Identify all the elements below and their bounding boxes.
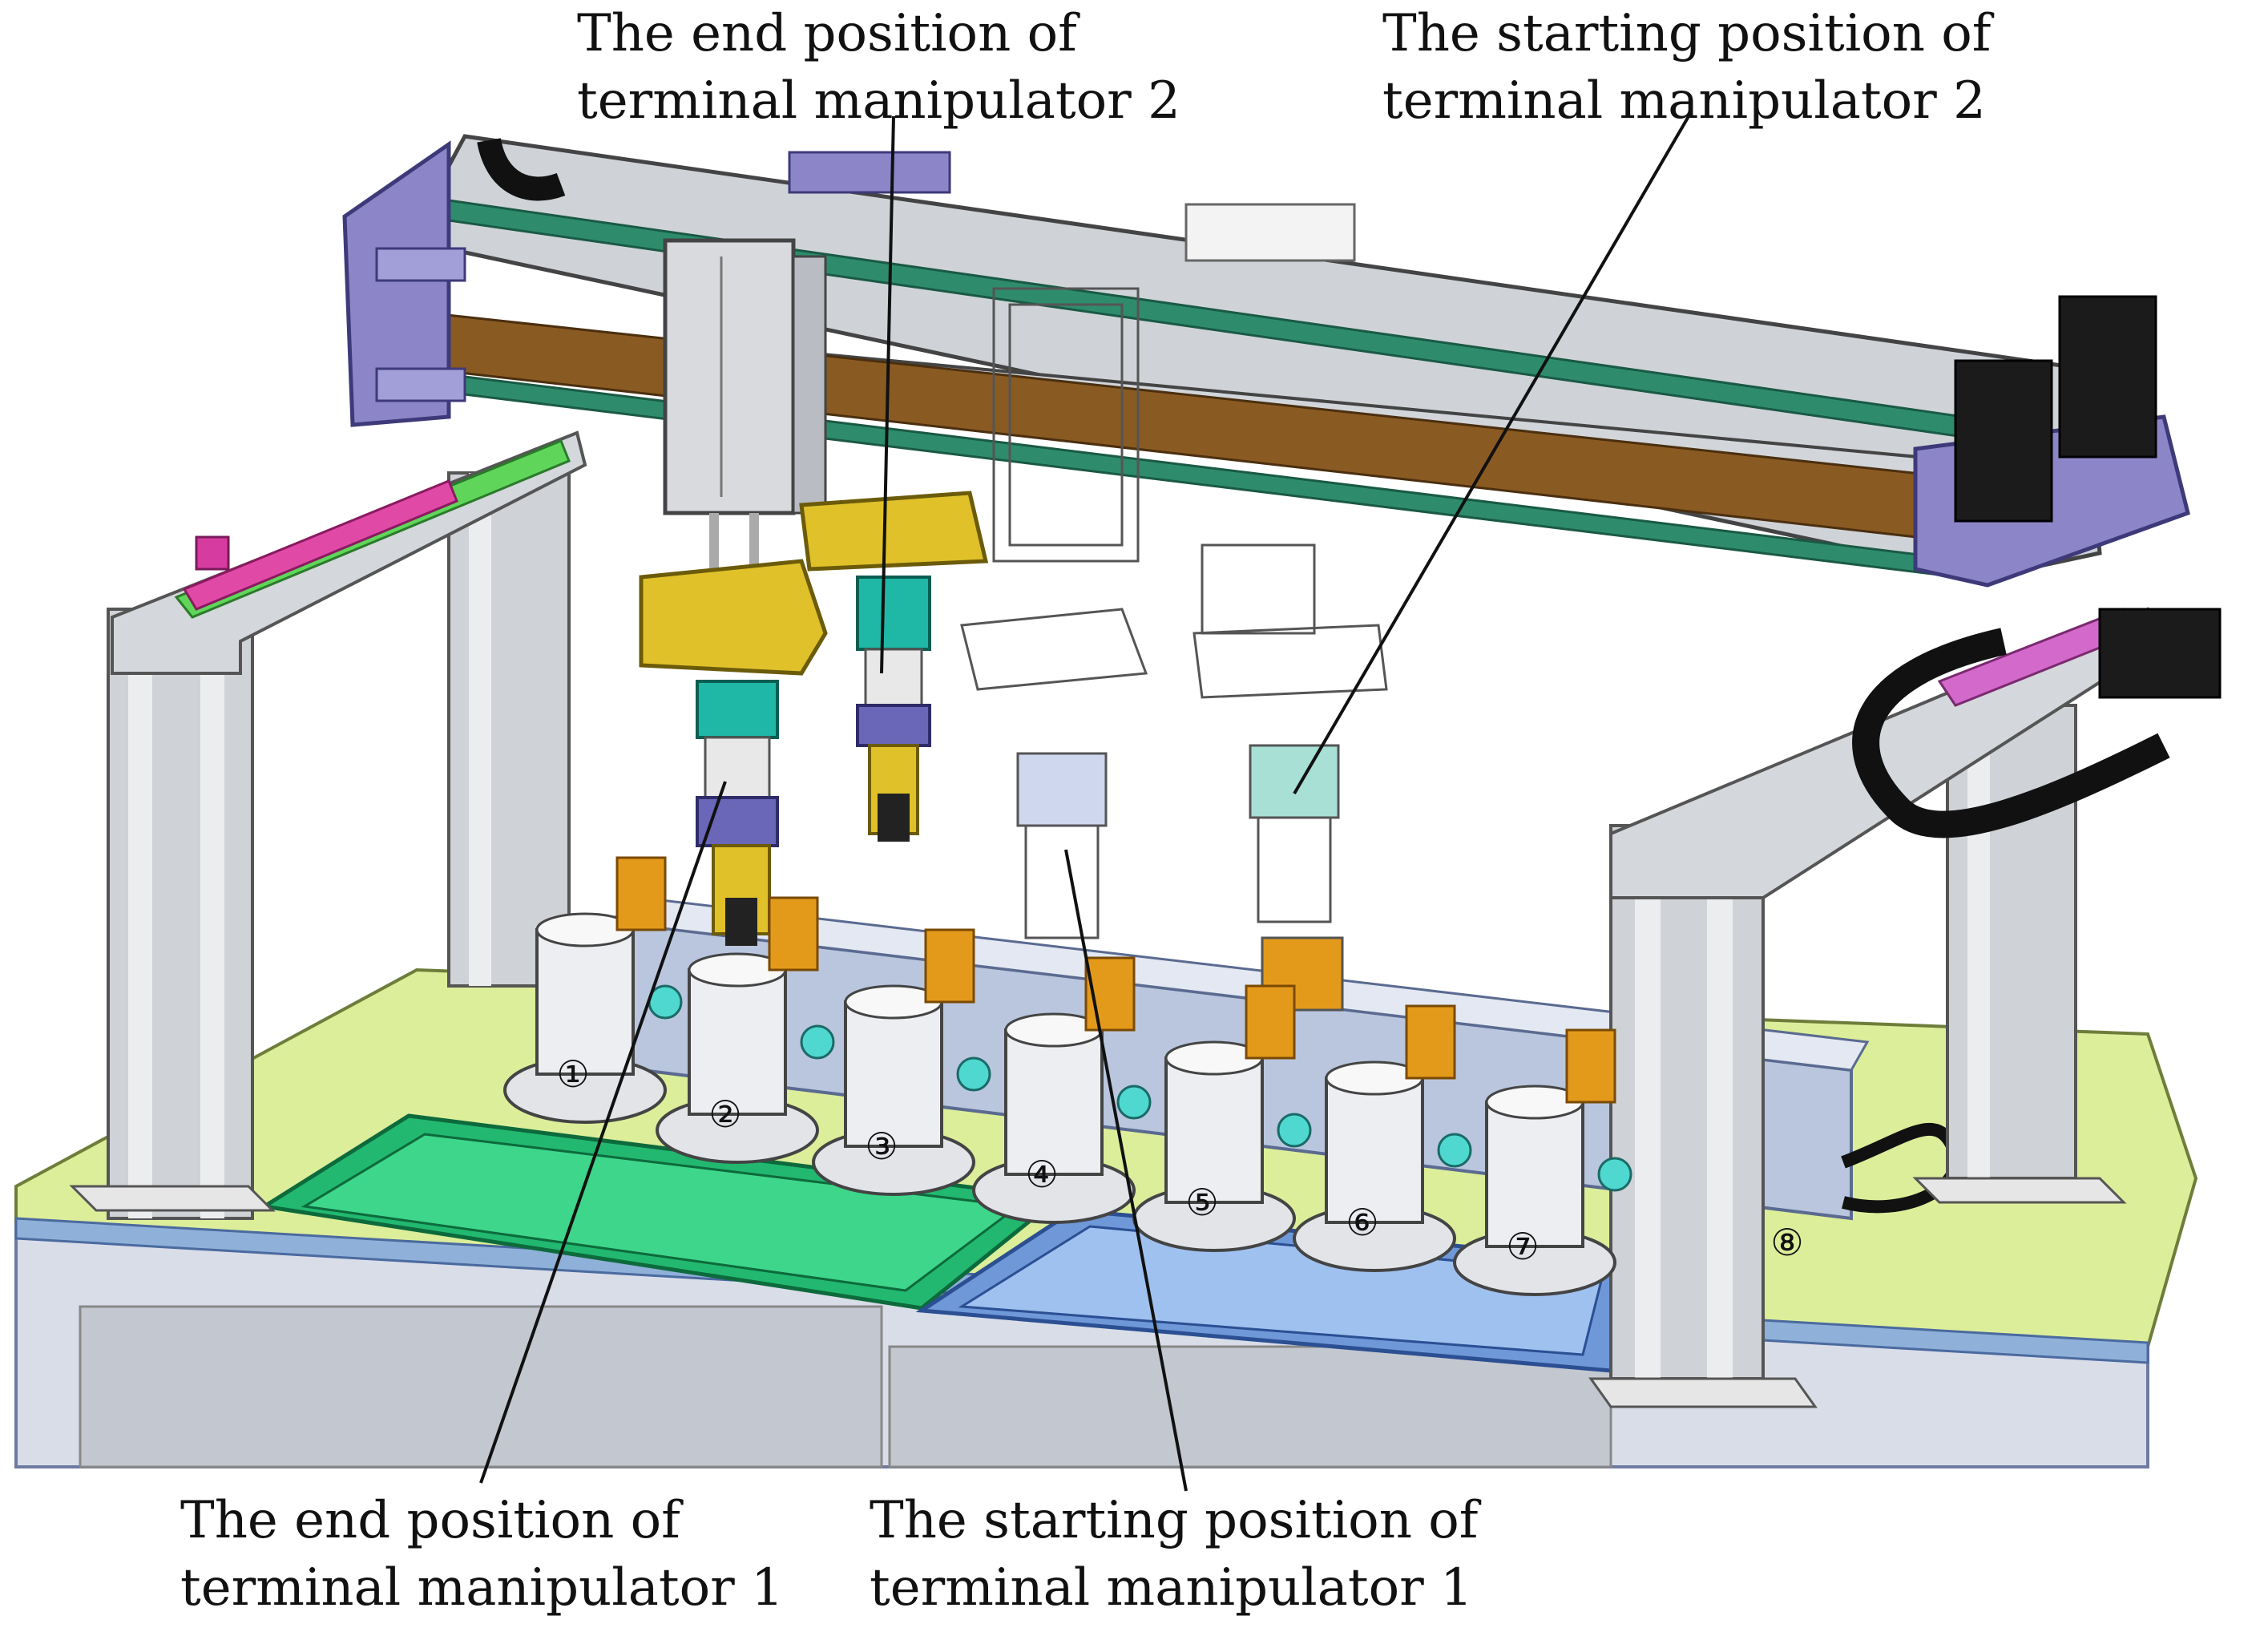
station-4: ④ xyxy=(972,956,1152,1224)
ghost-manipulator-1 xyxy=(960,287,1148,939)
frame-legs xyxy=(69,471,2127,1408)
cylinder-station-icon xyxy=(535,928,635,1076)
leader-end-m1 xyxy=(479,781,727,1484)
clamp-orange xyxy=(1405,1004,1456,1080)
gantry-beam xyxy=(342,134,2190,588)
station-number: ⑦ xyxy=(1506,1225,1539,1268)
cylinder-station-icon xyxy=(1164,1056,1264,1204)
cylinder-station-icon xyxy=(844,1000,943,1148)
sensor-dot xyxy=(1116,1085,1152,1120)
leader-end-m2 xyxy=(880,115,895,674)
tray-green xyxy=(258,1113,1063,1311)
right-side-rail xyxy=(1609,607,2170,899)
label-end-position-manipulator-2: The end position of terminal manipulator… xyxy=(577,4,1180,131)
sensor-dot xyxy=(800,1024,835,1060)
cylinder-station-icon xyxy=(1004,1028,1104,1176)
station-list: ① ② ③ ④ ⑤ ⑥ ⑦ ⑧ xyxy=(503,856,1804,1296)
cylinder-station-icon xyxy=(1325,1077,1424,1224)
station-2: ② xyxy=(656,896,835,1164)
station-7: ⑦ xyxy=(1453,1028,1632,1296)
station-number: ⑤ xyxy=(1185,1181,1218,1224)
label-start-position-manipulator-2: The starting position of terminal manipu… xyxy=(1382,4,1992,131)
ghost-manipulator-2 xyxy=(1193,543,1388,1012)
gripper-icon xyxy=(639,513,828,946)
manipulator-carriage xyxy=(663,238,827,515)
station-1: ① xyxy=(503,856,683,1124)
label-end-position-manipulator-1: The end position of terminal manipulator… xyxy=(180,1491,784,1618)
station-number: ② xyxy=(708,1093,741,1136)
servo-motor-icon xyxy=(1954,295,2222,699)
sensor-dot xyxy=(1277,1113,1312,1148)
cylinder-station-icon xyxy=(688,968,787,1116)
gripper-icon xyxy=(799,491,989,842)
clamp-orange xyxy=(768,896,819,972)
sensor-dot xyxy=(1597,1157,1632,1192)
station-number: ⑧ xyxy=(1770,1221,1803,1264)
cylinder-station-icon xyxy=(1485,1101,1584,1248)
station-number: ④ xyxy=(1025,1153,1058,1196)
station-6: ⑥ xyxy=(1293,1004,1472,1272)
clamp-orange xyxy=(1565,1028,1616,1104)
leader-start-m1 xyxy=(1064,849,1188,1492)
label-start-position-manipulator-1: The starting position of terminal manipu… xyxy=(870,1491,1479,1618)
station-number: ① xyxy=(556,1052,589,1096)
leader-lines xyxy=(479,111,1693,1492)
left-side-rail xyxy=(111,430,587,675)
clamp-orange xyxy=(924,928,975,1004)
sensor-dot xyxy=(956,1056,991,1092)
station-3: ③ xyxy=(812,928,991,1196)
station-5: ⑤ xyxy=(1132,984,1312,1252)
sensor-dot xyxy=(1437,1133,1472,1168)
station-8: ⑧ xyxy=(1770,1221,1803,1264)
clamp-orange xyxy=(1245,984,1296,1060)
station-number: ⑥ xyxy=(1346,1201,1378,1244)
station-number: ③ xyxy=(865,1125,898,1168)
leader-start-m2 xyxy=(1293,111,1693,795)
clamp-orange xyxy=(615,856,667,931)
